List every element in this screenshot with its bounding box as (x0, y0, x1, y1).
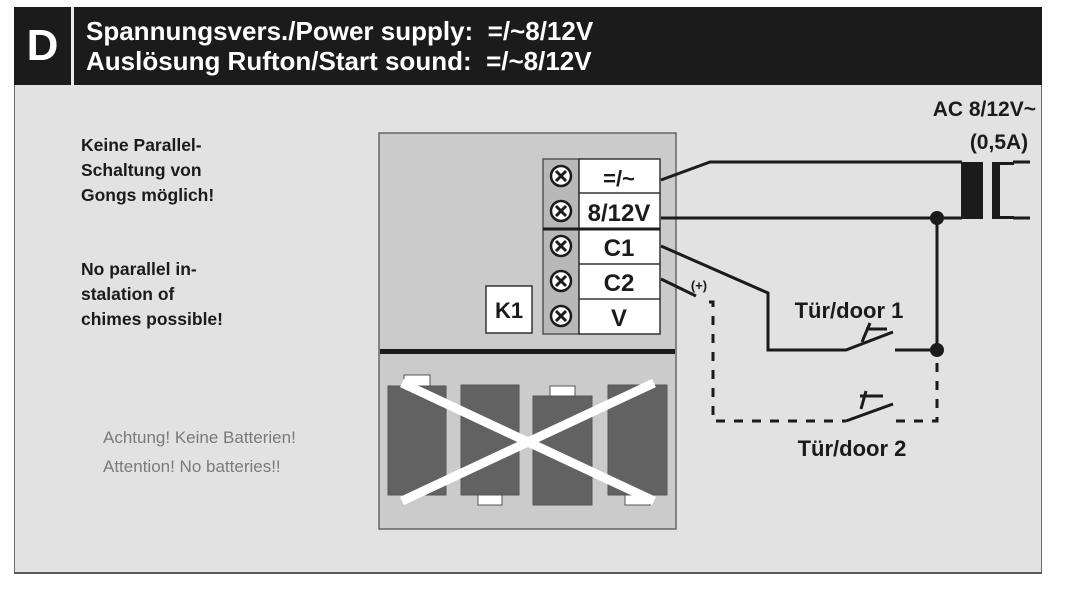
wire-c1-door1 (660, 244, 894, 352)
terminal-label: C1 (604, 235, 635, 262)
door2-switch-blade (845, 402, 894, 423)
screw-terminal-icon (549, 234, 573, 258)
terminal-label: C2 (604, 270, 635, 297)
power-supply-spec: Spannungsvers./Power supply: =/~8/12V (86, 16, 594, 46)
wire-supply-1 (660, 160, 962, 182)
switch-label-door2: Tür/door 2 (798, 436, 907, 461)
battery-icon (460, 384, 520, 496)
polarity-mark: (+) (691, 278, 707, 293)
battery-terminal (477, 494, 503, 506)
housing-divider (380, 349, 675, 354)
junction-dot (930, 343, 944, 357)
terminal-label: =/~ (603, 166, 635, 191)
note-english: No parallel in- stalation of chimes poss… (81, 259, 223, 329)
switch-label-door1: Tür/door 1 (795, 298, 904, 323)
wire-c2 (660, 277, 697, 298)
transformer-icon (961, 162, 1014, 219)
k1-box (485, 285, 533, 334)
section-letter: D (26, 21, 59, 70)
cross-out-line (400, 378, 656, 506)
transformer-current: (0,5A) (970, 131, 1028, 154)
battery-compartment (387, 374, 668, 506)
screw-terminal-icon (549, 269, 573, 293)
transformer-label: AC 8/12V~ (933, 98, 1036, 121)
junction-dot (930, 211, 944, 225)
terminal-label: 8/12V (588, 200, 651, 227)
battery-icon (387, 385, 447, 496)
battery-warning: Achtung! Keine Batterien! Attention! No … (103, 428, 296, 476)
screw-terminal-icon (549, 164, 573, 188)
note-german: Keine Parallel- Schaltung von Gongs mögl… (81, 135, 215, 205)
screw-terminal-icon (549, 199, 573, 223)
k1-label: K1 (495, 298, 523, 323)
screw-terminal-icon (549, 304, 573, 328)
terminal-block: =/~ 8/12V C1 C2 V (542, 158, 661, 335)
header-divider (71, 7, 74, 85)
terminal-label: V (611, 305, 627, 332)
battery-terminal (549, 385, 576, 397)
header-bar: D Spannungsvers./Power supply: =/~8/12V … (14, 7, 1042, 85)
dashed-wire-door2 (709, 300, 939, 423)
start-sound-spec: Auslösung Rufton/Start sound: =/~8/12V (86, 46, 592, 76)
